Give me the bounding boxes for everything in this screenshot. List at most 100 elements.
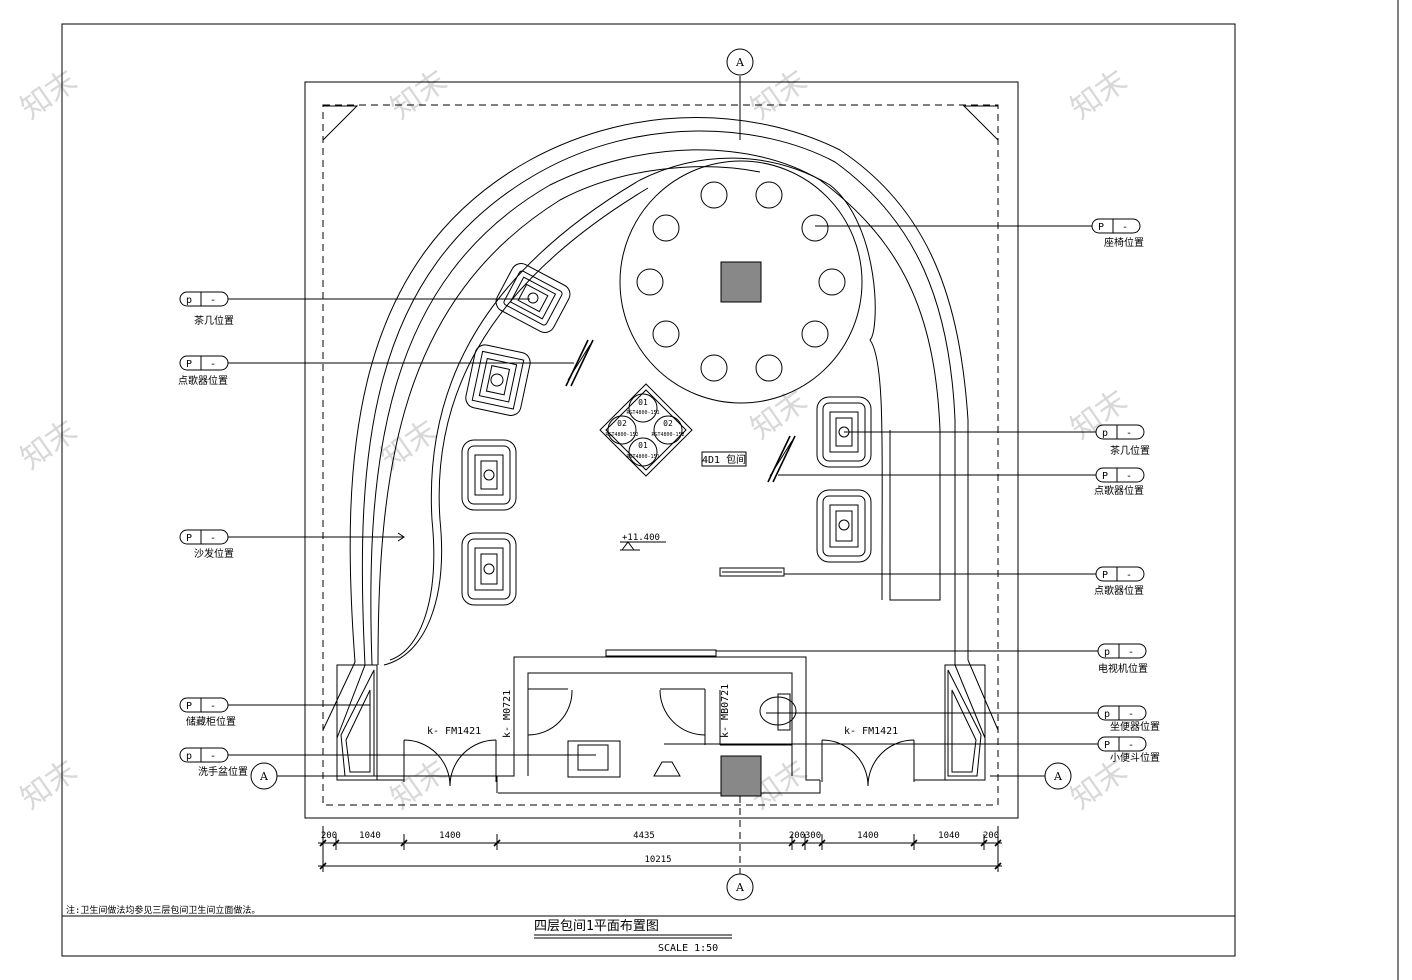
drawing-note: 注:卫生间做法均参见三层包间卫生间立面做法。 xyxy=(66,904,260,916)
callout-tag: p xyxy=(1104,709,1110,720)
urinal xyxy=(653,761,681,777)
light-row1: 01 xyxy=(638,398,648,407)
callout-left-5: p - 洗手盆位置 xyxy=(179,747,596,778)
callout-dash: - xyxy=(210,295,216,306)
callout-label: 点歌器位置 xyxy=(1094,484,1144,497)
room-label: 4D1 包间 xyxy=(702,453,746,466)
sofa-seat-1 xyxy=(461,439,517,511)
callout-label: 茶几位置 xyxy=(194,314,234,327)
axis-label: A xyxy=(1053,770,1063,783)
tv-unit xyxy=(605,649,717,657)
callout-label: 点歌器位置 xyxy=(1094,584,1144,597)
dimension-chain: 200 1040 1400 4435 200 300 1400 1040 200… xyxy=(318,826,1002,872)
chair xyxy=(818,268,846,296)
tea-table-2 xyxy=(465,344,531,416)
callout-tag: P xyxy=(1098,222,1104,233)
room-label-box xyxy=(701,451,747,467)
light-row2-left: 02 xyxy=(617,419,627,428)
light-row2-right: 02 xyxy=(663,419,673,428)
callout-tag: p xyxy=(186,751,192,762)
callout-right-4: P - 点歌器位置 xyxy=(784,566,1145,597)
chair xyxy=(755,354,783,382)
callout-left-2: P - 点歌器位置 xyxy=(178,355,574,387)
table-center xyxy=(720,261,762,303)
wash-basin xyxy=(567,740,621,778)
wash-basin-bowl xyxy=(577,744,609,771)
callout-left-3: P - 沙发位置 xyxy=(179,529,405,560)
callout-right-5: p - 电视机位置 xyxy=(716,643,1148,675)
callout-dash: - xyxy=(1128,740,1134,751)
callout-label: 洗手盆位置 xyxy=(198,765,248,778)
callout-dash: - xyxy=(210,701,216,712)
callout-tag: P xyxy=(186,701,192,712)
chair xyxy=(801,320,829,348)
door-fm1421-right: k- FM1421 xyxy=(844,726,898,737)
callout-dash: - xyxy=(1126,570,1132,581)
title-block: 四层包间1平面布置图 SCALE 1:50 xyxy=(534,919,732,954)
sofa-seat-2 xyxy=(461,532,517,606)
chair xyxy=(636,268,664,296)
axis-label: A xyxy=(259,770,269,783)
corner-chamfer-right xyxy=(962,105,999,141)
callout-dash: - xyxy=(210,751,216,762)
watermark: 知末 xyxy=(745,383,814,446)
dashed-boundary xyxy=(322,104,999,806)
callout-label: 储藏柜位置 xyxy=(186,715,236,728)
callout-left-4: P - 储藏柜位置 xyxy=(179,697,370,728)
chair xyxy=(652,320,680,348)
door-m0721: k- M0721 xyxy=(502,690,513,738)
chair xyxy=(700,354,728,382)
dim-segment: 1400 xyxy=(857,831,879,841)
callout-dash: - xyxy=(210,533,216,544)
callout-tag: P xyxy=(1104,740,1110,751)
double-door-right: k- FM1421 xyxy=(821,726,915,787)
sheet-frame xyxy=(61,23,1236,957)
watermark: 知末 xyxy=(1065,383,1134,446)
callout-dash: - xyxy=(1122,222,1128,233)
callout-label: 茶几位置 xyxy=(1110,444,1150,457)
drawing-scale: SCALE 1:50 xyxy=(658,943,718,954)
light-row3: 01 xyxy=(638,441,648,450)
door-fm1421-left: k- FM1421 xyxy=(427,726,481,737)
callout-dash: - xyxy=(1128,709,1134,720)
watermark: 知末 xyxy=(1065,63,1134,126)
watermark: 知末 xyxy=(745,63,814,126)
tea-table-1 xyxy=(495,263,571,333)
callout-right-1: P - 座椅位置 xyxy=(815,218,1144,249)
light-code-right: RGT4800-152 xyxy=(651,432,684,438)
callout-right-6: p - 坐便器位置 xyxy=(766,705,1160,733)
dim-segment: 1400 xyxy=(439,831,461,841)
axis-marker-top: A xyxy=(726,48,754,76)
double-door-left: k- FM1421 xyxy=(403,726,497,787)
watermark: 知末 xyxy=(15,753,84,816)
callout-label: 座椅位置 xyxy=(1104,236,1144,249)
arch-walls xyxy=(322,76,999,739)
round-table xyxy=(619,160,863,404)
song-selector-1 xyxy=(565,339,594,387)
chair xyxy=(755,181,783,209)
watermark: 知末 xyxy=(385,63,454,126)
callout-tag: P xyxy=(186,533,192,544)
sofa-seat-4 xyxy=(816,489,872,563)
corner-chamfer-left xyxy=(322,105,359,141)
dim-segment: 1040 xyxy=(359,831,381,841)
callout-left-1: p - 茶几位置 xyxy=(179,291,530,327)
door-mb0721: k- MB0721 xyxy=(720,684,731,738)
axis-marker-left: A xyxy=(250,762,500,790)
dim-segment: 200 xyxy=(789,831,805,841)
callout-dash: - xyxy=(210,359,216,370)
callout-label: 小便斗位置 xyxy=(1110,751,1160,764)
light-code-top: RGT4800-151 xyxy=(626,410,659,416)
callout-tag: p xyxy=(186,295,192,306)
watermark: 知末 xyxy=(15,63,84,126)
watermarks: 知末 知末 知末 知末 知末 知末 知末 知末 知末 知末 知末 知末 xyxy=(15,63,1134,816)
axis-marker-bottom: A xyxy=(726,796,754,901)
callout-label: 点歌器位置 xyxy=(178,374,228,387)
chair xyxy=(700,181,728,209)
bathroom-column xyxy=(720,755,762,797)
callout-tag: P xyxy=(1102,471,1108,482)
dim-segment: 1040 xyxy=(938,831,960,841)
bathroom-block xyxy=(496,656,821,797)
elevation-value: +11.400 xyxy=(622,533,660,543)
